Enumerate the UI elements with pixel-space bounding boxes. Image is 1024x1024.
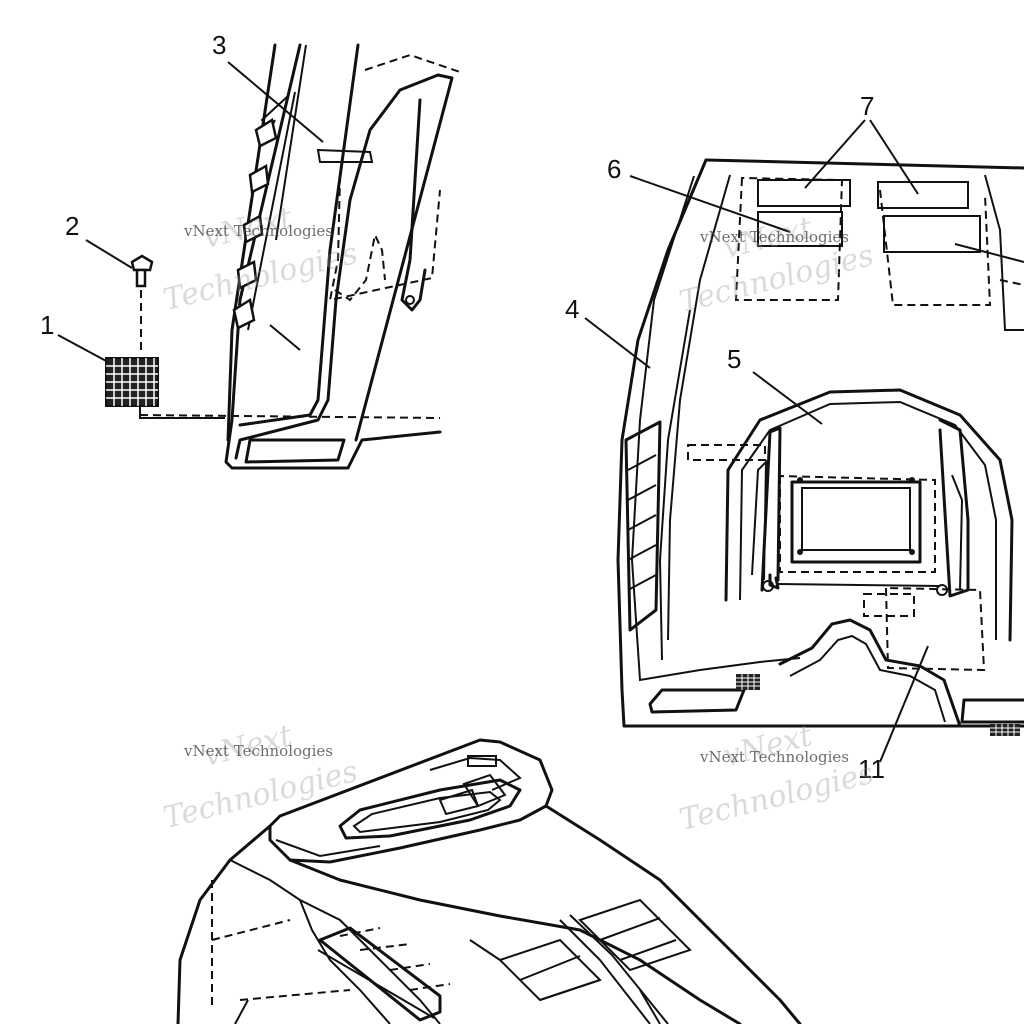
leader-lines xyxy=(57,61,1024,763)
callout-4: 4 xyxy=(565,294,580,324)
fastener-pad-part-1 xyxy=(105,357,159,407)
callout-7: 7 xyxy=(860,91,875,121)
watermark-text: vNext Technologies xyxy=(700,228,850,246)
watermark-text: vNext Technologies xyxy=(700,748,850,766)
callout-5: 5 xyxy=(727,344,742,374)
watermark-text: vNext Technologies xyxy=(184,742,334,760)
callout-6: 6 xyxy=(607,154,622,184)
hood-underside xyxy=(616,158,1024,736)
callout-1: 1 xyxy=(40,310,55,340)
watermark-text: vNext Technologies xyxy=(184,222,334,240)
callout-11: 11 xyxy=(858,754,885,784)
screw-part-2 xyxy=(130,254,154,355)
hood-top-view xyxy=(176,738,802,1024)
side-panel-assembly xyxy=(139,43,461,470)
callout-3: 3 xyxy=(212,30,227,60)
callout-2: 2 xyxy=(65,211,80,241)
